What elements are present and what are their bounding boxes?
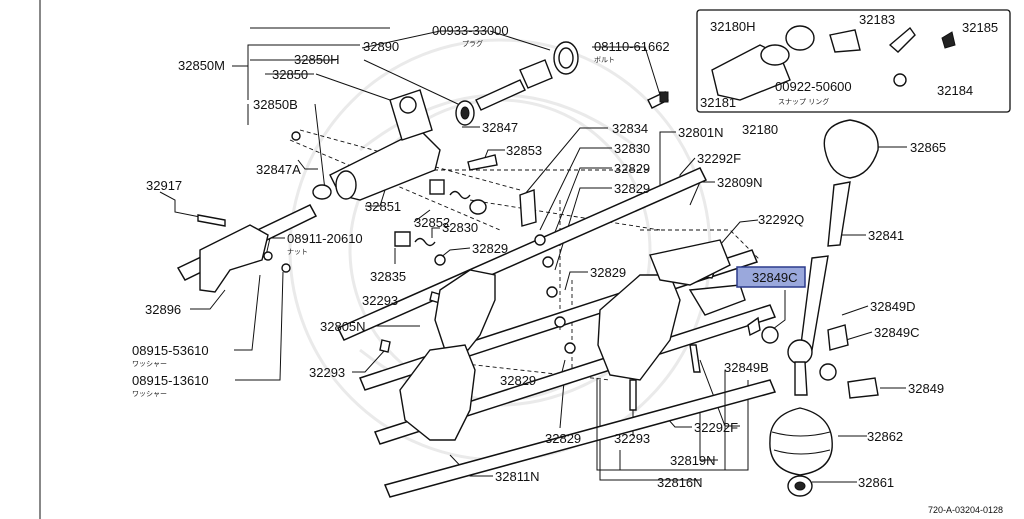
inset-32180 [696,9,1011,113]
label-32865[interactable]: 32865 [910,140,946,155]
label-32293-b[interactable]: 32293 [309,365,345,380]
label-32917[interactable]: 32917 [146,178,182,193]
label-washer-1: ワッシャー [132,360,167,368]
label-32850[interactable]: 32850 [272,67,308,82]
label-32829-c[interactable]: 32829 [472,241,508,256]
label-32835[interactable]: 32835 [370,269,406,284]
label-32805N[interactable]: 32805N [320,319,366,334]
label-32292Q[interactable]: 32292Q [758,212,804,227]
label-purag: プラグ [462,39,483,48]
label-32185[interactable]: 32185 [962,20,998,35]
leader-lines [159,27,907,483]
label-32292F-bottom[interactable]: 32292F [694,420,738,435]
label-00922-50600[interactable]: 00922-50600 [775,79,852,94]
label-32829-e[interactable]: 32829 [500,373,536,388]
label-32811N[interactable]: 32811N [495,469,540,484]
highlighted-part-box[interactable] [736,266,806,288]
label-32829-d[interactable]: 32829 [590,265,626,280]
label-32816N[interactable]: 32816N [657,475,703,490]
label-32293-c[interactable]: 32293 [614,431,650,446]
label-nut: ナット [287,248,308,256]
label-08915-53610[interactable]: 08915-53610 [132,343,209,358]
label-32180H[interactable]: 32180H [710,19,756,34]
label-32850B[interactable]: 32850B [253,97,298,112]
label-32849B[interactable]: 32849B [724,360,769,375]
label-32830-a[interactable]: 32830 [614,141,650,156]
label-00933-33000[interactable]: 00933-33000 [432,23,509,38]
label-bolt: ボルト [594,56,615,64]
label-washer-2: ワッシャー [132,390,167,398]
label-08110-61662[interactable]: 08110-61662 [594,39,670,54]
label-32830-b[interactable]: 32830 [442,220,478,235]
label-32849[interactable]: 32849 [908,381,944,396]
part-labels: 00933-33000 プラグ 32890 32850M 32850H 3285… [132,12,1003,515]
label-32847[interactable]: 32847 [482,120,518,135]
label-32292F-top[interactable]: 32292F [697,151,741,166]
label-32862[interactable]: 32862 [867,429,903,444]
label-32801N[interactable]: 32801N [678,125,724,140]
label-32834[interactable]: 32834 [612,121,648,136]
label-32861[interactable]: 32861 [858,475,894,490]
bolt-08110 [647,91,669,109]
label-32181[interactable]: 32181 [700,95,736,110]
label-32829-f[interactable]: 32829 [545,431,581,446]
label-32850M[interactable]: 32850M [178,58,225,73]
label-08911-20610[interactable]: 08911-20610 [287,231,363,246]
label-32183[interactable]: 32183 [859,12,895,27]
label-32852[interactable]: 32852 [414,215,450,230]
label-32184[interactable]: 32184 [937,83,973,98]
label-32853[interactable]: 32853 [506,143,542,158]
shifter-housing [329,89,475,201]
label-32847A[interactable]: 32847A [256,162,301,177]
label-32180[interactable]: 32180 [742,122,778,137]
footer-diagram-code: 720-A-03204-0128 [928,505,1003,515]
label-32849C[interactable]: 32849C [874,325,920,340]
label-32849C-highlighted[interactable]: 32849C [752,270,798,285]
label-32809N[interactable]: 32809N [717,175,763,190]
label-32890[interactable]: 32890 [363,39,399,54]
small-parts [197,131,716,411]
label-32849D[interactable]: 32849D [870,299,916,314]
shift-forks [199,224,746,441]
label-32829-a[interactable]: 32829 [614,161,650,176]
label-32829-b[interactable]: 32829 [614,181,650,196]
label-32850H[interactable]: 32850H [294,52,340,67]
label-snapring: スナップ リング [778,97,829,106]
label-32819N[interactable]: 32819N [670,453,716,468]
label-32851[interactable]: 32851 [365,199,401,214]
label-32841[interactable]: 32841 [868,228,904,243]
label-08915-13610[interactable]: 08915-13610 [132,373,209,388]
label-32896[interactable]: 32896 [145,302,181,317]
label-32293-a[interactable]: 32293 [362,293,398,308]
rod-32890 [475,41,579,111]
brackets [596,370,748,471]
shift-lever-assembly [747,119,879,497]
